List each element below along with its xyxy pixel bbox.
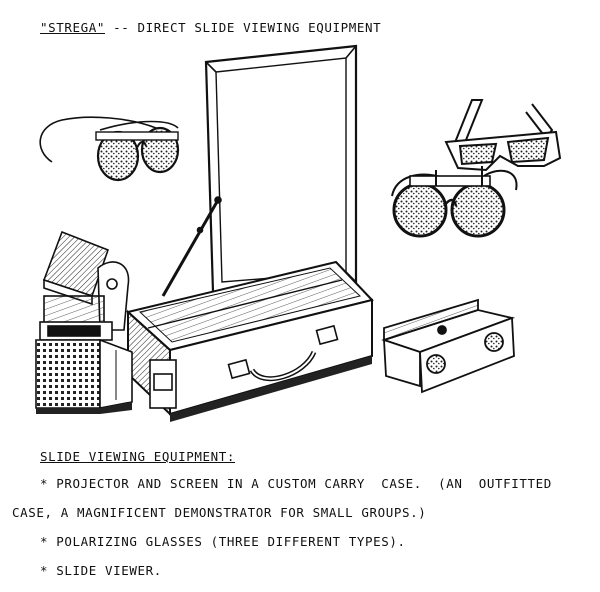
bullet-slide-viewer: * SLIDE VIEWER. (40, 563, 162, 578)
projector-drawing (35, 230, 133, 414)
page-title: "STREGA" -- DIRECT SLIDE VIEWING EQUIPME… (40, 20, 381, 35)
wire-glasses-drawing (39, 116, 180, 182)
equipment-illustration (35, 44, 562, 422)
carry-case-drawing (125, 44, 374, 422)
title-rest: -- DIRECT SLIDE VIEWING EQUIPMENT (105, 20, 382, 35)
round-glasses-drawing (391, 166, 518, 238)
cardboard-glasses-drawing (444, 99, 562, 172)
bullet-projector-screen: * PROJECTOR AND SCREEN IN A CUSTOM CARRY… (40, 476, 552, 491)
section-heading: SLIDE VIEWING EQUIPMENT: (40, 449, 236, 464)
slide-viewer-drawing (381, 298, 516, 394)
title-brand: "STREGA" (40, 20, 106, 35)
bullet-projector-continuation: CASE, A MAGNIFICENT DEMONSTRATOR FOR SMA… (12, 505, 427, 520)
bullet-polarizing-glasses: * POLARIZING GLASSES (THREE DIFFERENT TY… (40, 534, 406, 549)
